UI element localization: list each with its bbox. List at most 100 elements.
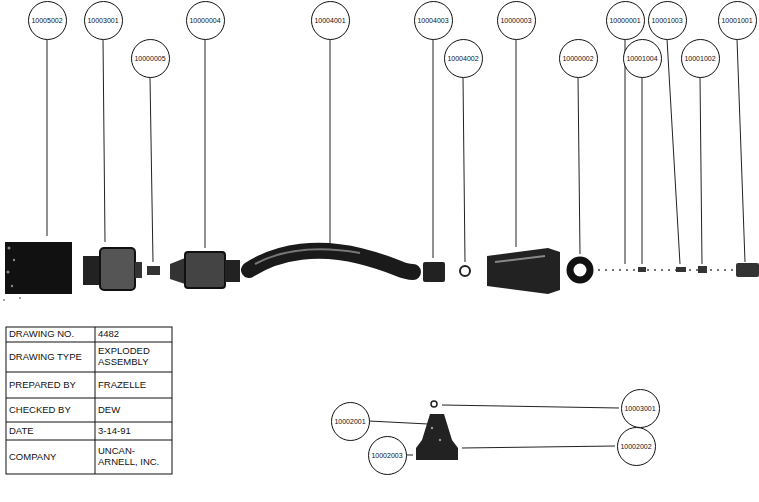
tip-part [736, 263, 759, 277]
table-text: UNCAN-ARNELL, INC. [98, 446, 169, 468]
table-text: FRAZELLE [98, 380, 146, 391]
leader-line [406, 455, 413, 456]
cap-part [5, 242, 72, 294]
speckle [11, 285, 13, 287]
callout-number: 10002001 [334, 418, 365, 425]
callout-circle: 10005002 [28, 1, 67, 40]
leader-line [667, 39, 680, 264]
table-cell: PREPARED BY [6, 372, 95, 398]
table-cell: DEW [95, 398, 172, 422]
body-highlight [495, 256, 545, 262]
table-cell: FRAZELLE [95, 372, 172, 398]
speckle [8, 247, 11, 250]
callout-circle: 10000004 [186, 1, 225, 40]
callout-circle: 10002003 [368, 436, 407, 475]
callout-number: 10004002 [447, 55, 478, 62]
callout-circle: 10004002 [444, 39, 483, 78]
leader-line [150, 77, 153, 262]
detail-ring [431, 401, 437, 407]
callout-number: 10004003 [417, 17, 448, 24]
callout-circle: 10000002 [559, 39, 598, 78]
leader-line [463, 77, 465, 262]
table-cell: UNCAN-ARNELL, INC. [95, 440, 172, 474]
table-line [6, 422, 172, 423]
callout-circle: 10000001 [606, 1, 645, 40]
callout-number: 10001004 [626, 55, 657, 62]
table-line [6, 440, 172, 441]
callout-circle: 10001003 [648, 1, 687, 40]
table-text: COMPANY [9, 452, 56, 463]
speckle [3, 247, 21, 302]
callout-number: 10000005 [134, 55, 165, 62]
table-cell: COMPANY [6, 440, 95, 474]
table-cell: 3-14-91 [95, 422, 172, 440]
callout-number: 10000004 [189, 17, 220, 24]
ring-part [570, 260, 590, 280]
table-cell: DRAWING NO. [6, 327, 95, 342]
callout-number: 10005002 [31, 17, 62, 24]
nozzle-part [170, 258, 185, 284]
title-block [6, 327, 172, 474]
speckle [19, 297, 21, 299]
leader-line [700, 77, 702, 264]
connector-part [83, 256, 101, 285]
table-cell: EXPLODED ASSEMBLY [95, 342, 172, 372]
connector-part [135, 262, 142, 278]
body-part [487, 248, 560, 294]
speckle [439, 439, 441, 441]
leader-line [330, 39, 331, 243]
callout-circle: 10001001 [718, 1, 757, 40]
callout-circle: 10002001 [331, 402, 370, 441]
table-text: 3-14-91 [98, 426, 131, 437]
nozzle-part [225, 260, 240, 282]
callout-number: 10003001 [624, 405, 655, 412]
small-part [147, 266, 160, 275]
hose-highlight [255, 249, 360, 264]
leader-line [462, 446, 615, 448]
leader-line [737, 39, 745, 262]
table-text: PREPARED BY [9, 380, 76, 391]
table-cell: DATE [6, 422, 95, 440]
leader-line [103, 39, 105, 242]
nozzle-part [185, 252, 225, 288]
speckle [7, 271, 10, 274]
table-text: DRAWING TYPE [9, 352, 82, 363]
callout-circle: 10000005 [131, 39, 170, 78]
leader-line [642, 77, 643, 264]
leader-line [205, 39, 206, 248]
leader-line [442, 405, 619, 408]
callout-number: 10001002 [684, 55, 715, 62]
leader-line [625, 39, 626, 264]
table-text: DRAWING NO. [9, 329, 74, 340]
table-text: 4482 [98, 329, 119, 340]
callout-number: 10000002 [562, 55, 593, 62]
callout-circle: 10004001 [311, 1, 350, 40]
callout-number: 10003001 [87, 17, 118, 24]
callout-number: 10001001 [721, 17, 752, 24]
callout-circle: 10004003 [414, 1, 453, 40]
callout-number: 10000003 [500, 17, 531, 24]
callout-number: 10002002 [620, 443, 651, 450]
detail-part [416, 414, 458, 460]
speckle [431, 427, 433, 429]
speckle [3, 299, 5, 301]
table-cell: 4482 [95, 327, 172, 342]
leader-line [516, 39, 517, 247]
callout-circle: 10003001 [621, 389, 660, 428]
table-line [6, 342, 172, 343]
small-part [698, 266, 707, 273]
small-part [676, 267, 686, 272]
nut-part [423, 262, 445, 282]
small-part [638, 267, 646, 272]
table-text: DEW [98, 405, 120, 416]
table-cell: DRAWING TYPE [6, 342, 95, 372]
speckle [13, 259, 15, 261]
table-line [95, 327, 96, 474]
callout-circle: 10003001 [84, 1, 123, 40]
table-cell: CHECKED BY [6, 398, 95, 422]
leader-line [369, 421, 428, 424]
callout-number: 10001003 [651, 17, 682, 24]
leader-line [47, 39, 48, 236]
callout-number: 10002003 [371, 452, 402, 459]
